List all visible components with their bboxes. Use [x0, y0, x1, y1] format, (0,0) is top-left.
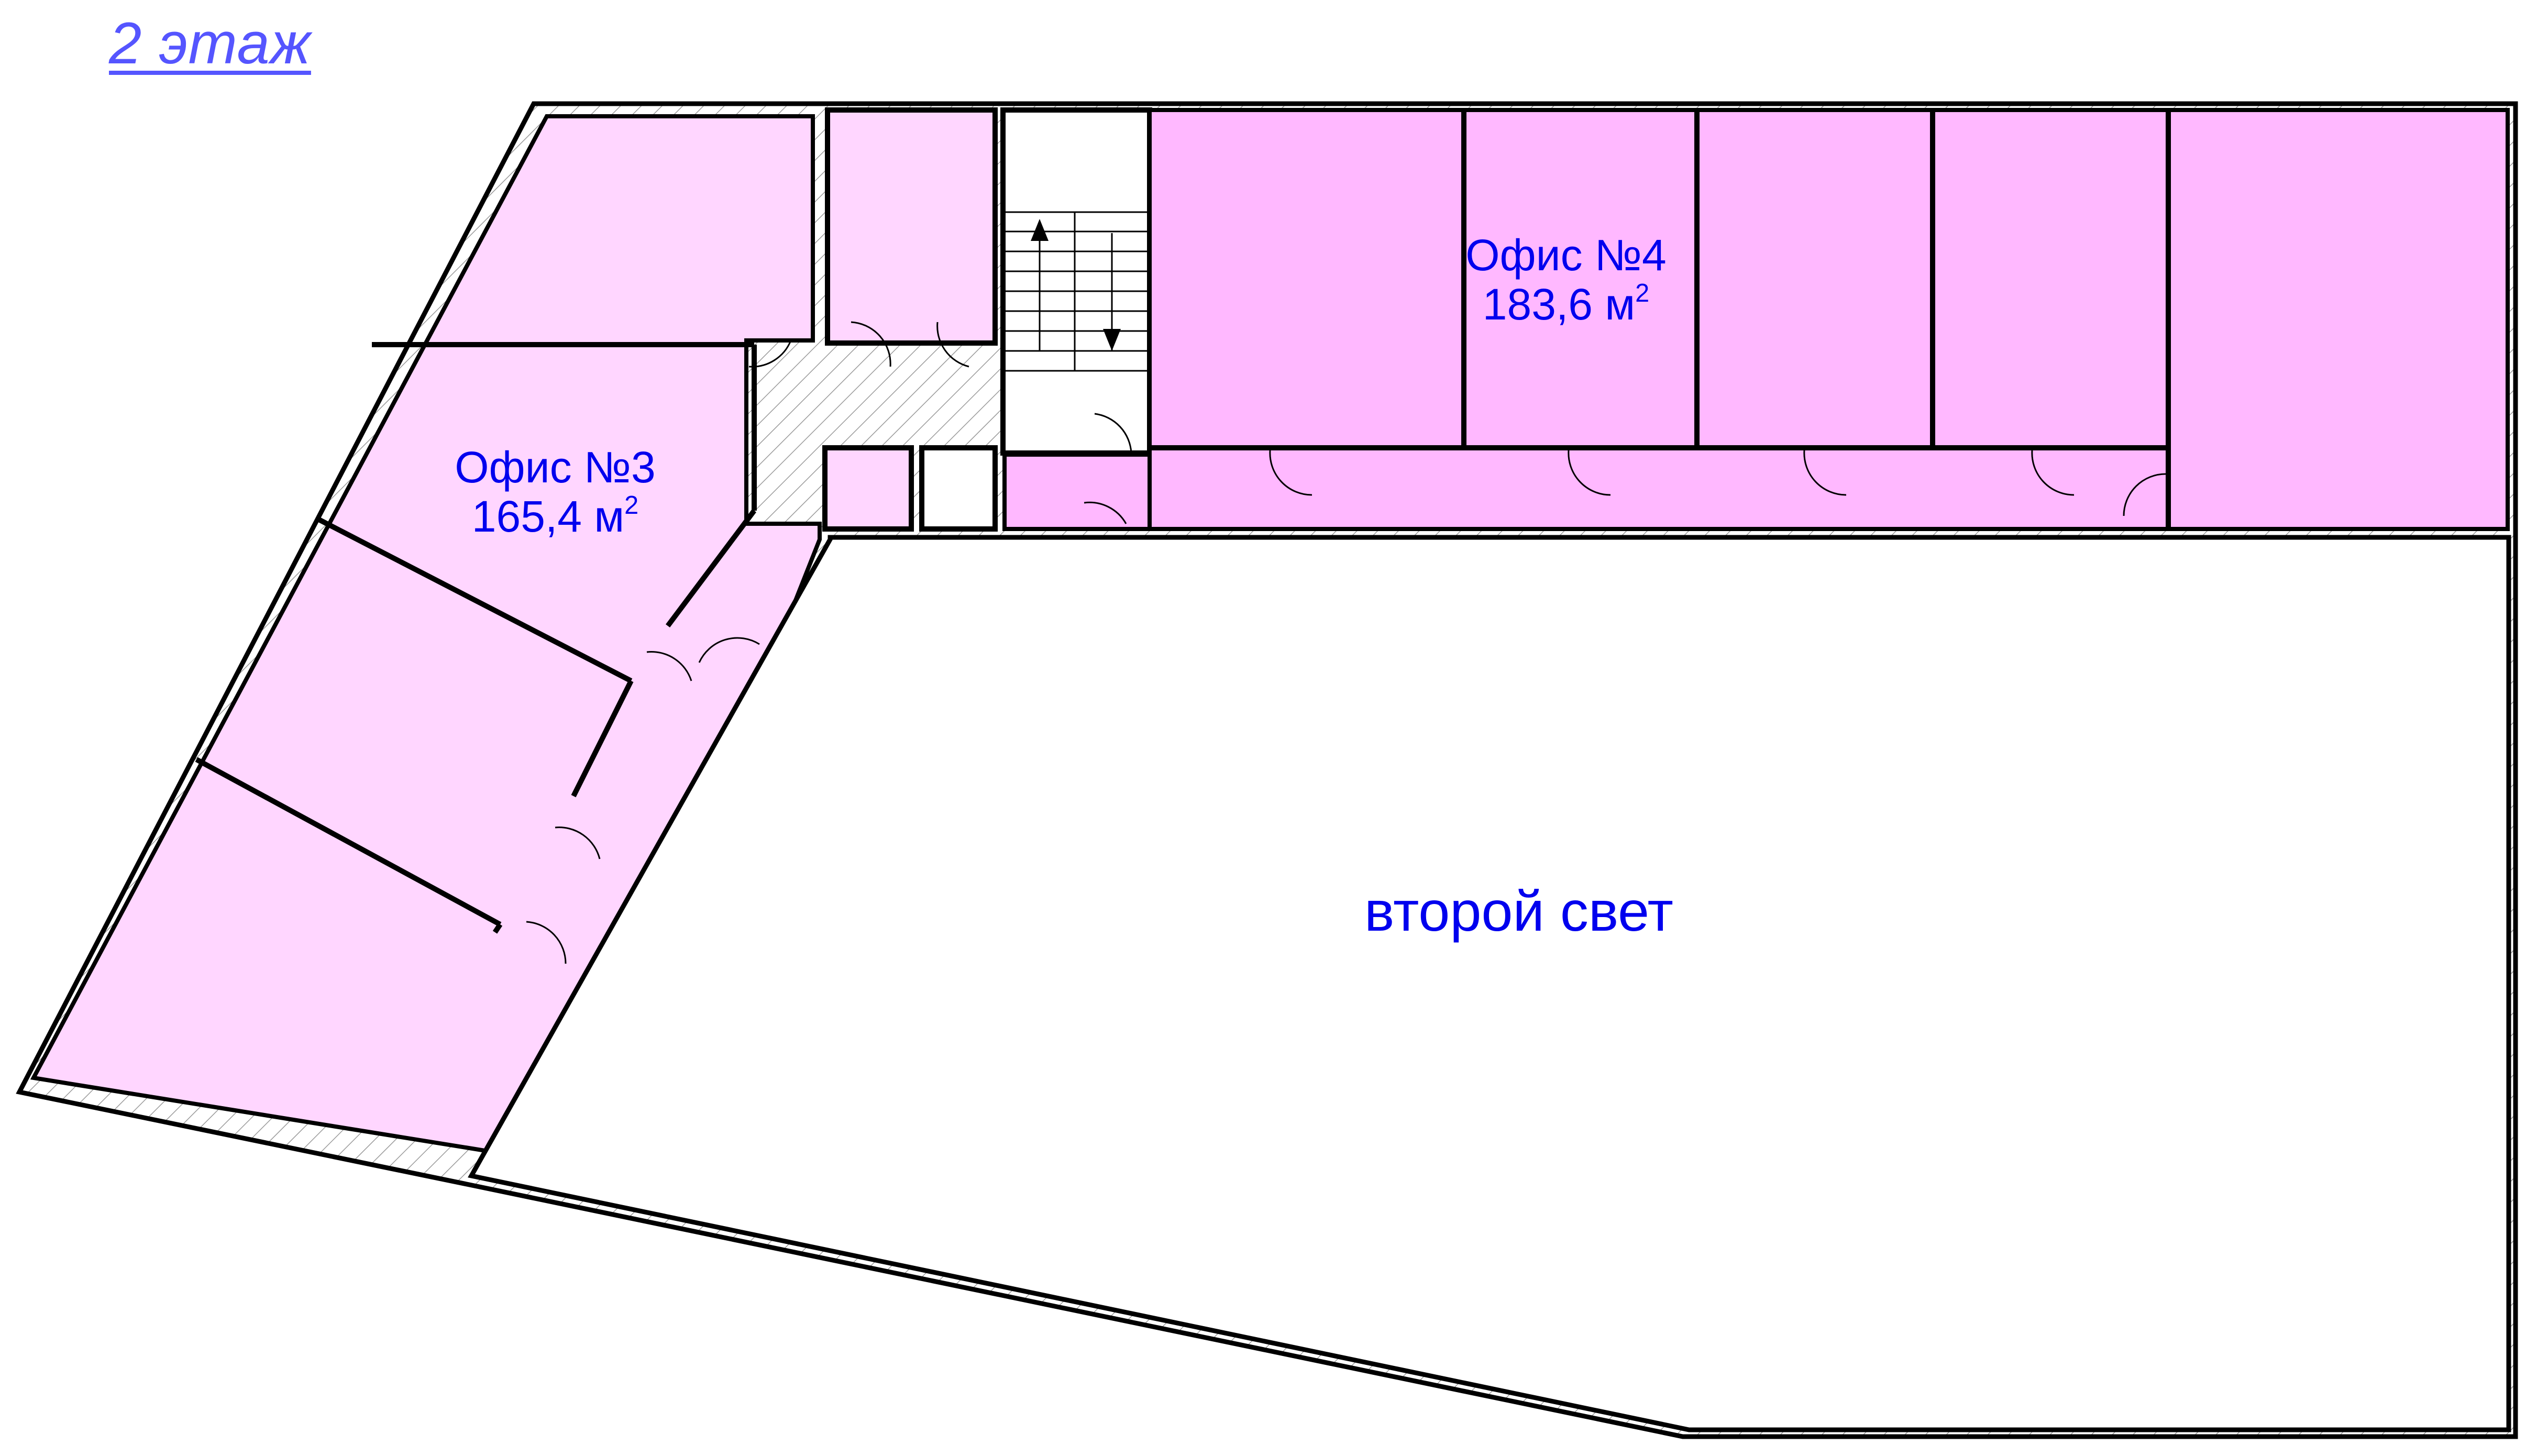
void-label: второй свет: [1364, 879, 1673, 943]
office3-area: 165,4 м2: [471, 491, 639, 542]
office4-zone: [1002, 108, 2510, 531]
office4-label[interactable]: Офис №4 183,6 м2: [1451, 230, 1681, 329]
door-swings: [526, 321, 2166, 964]
stairwell: [919, 107, 1152, 532]
stair-down-arrow-icon: [1103, 329, 1121, 351]
office3-label[interactable]: Офис №3 165,4 м2: [440, 443, 670, 541]
office4-area: 183,6 м2: [1482, 279, 1650, 329]
stair-up-arrow-icon: [1031, 219, 1049, 241]
office3-name: Офис №3: [455, 443, 656, 492]
floor-title: 2 этаж: [109, 10, 311, 76]
double-height-void: [468, 535, 2511, 1432]
office4-name: Офис №4: [1465, 230, 1667, 280]
